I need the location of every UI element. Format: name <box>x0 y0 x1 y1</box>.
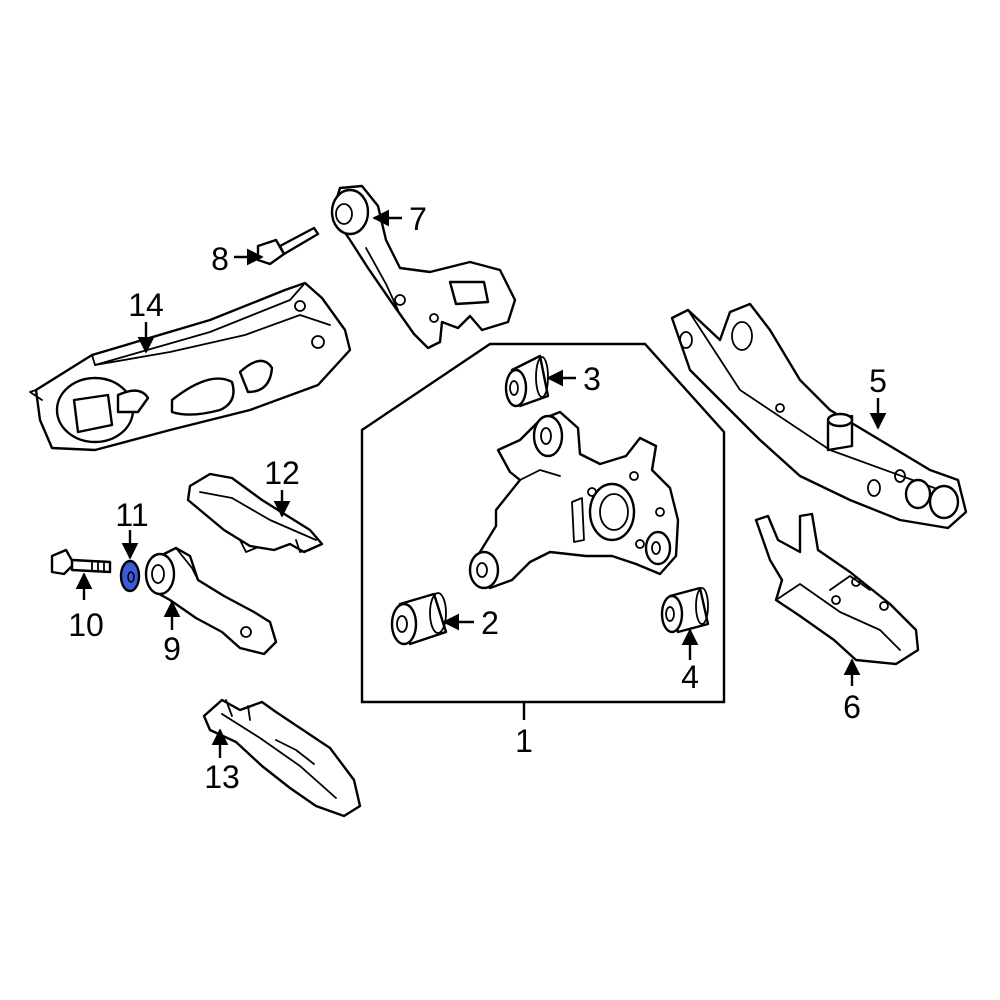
callout-11: 11 <box>115 497 148 533</box>
upper-control-arm[interactable] <box>330 184 517 350</box>
bushing-lower-right[interactable] <box>660 586 710 634</box>
suspension-shield[interactable] <box>754 512 920 666</box>
callout-14: 14 <box>128 287 164 323</box>
trailing-arm[interactable] <box>29 281 352 452</box>
callout-12: 12 <box>264 455 300 491</box>
callout-1: 1 <box>515 723 533 759</box>
bushing-upper[interactable] <box>504 354 550 408</box>
washer-highlighted[interactable] <box>119 559 141 593</box>
callout-9: 9 <box>163 631 181 667</box>
callout-2: 2 <box>481 605 499 641</box>
callout-10: 10 <box>68 607 104 643</box>
lower-shield[interactable] <box>202 698 362 818</box>
bolt-lower[interactable] <box>50 548 112 576</box>
callout-7: 7 <box>409 201 427 237</box>
callout-4: 4 <box>681 659 699 695</box>
knuckle-kit-box <box>360 342 726 704</box>
callout-3: 3 <box>583 361 601 397</box>
lower-control-arm[interactable] <box>670 302 968 530</box>
cover-bracket[interactable] <box>186 472 324 554</box>
callout-6: 6 <box>843 689 861 725</box>
callout-5: 5 <box>869 363 887 399</box>
lower-link[interactable] <box>144 546 278 656</box>
callout-13: 13 <box>204 759 240 795</box>
knuckle[interactable] <box>468 410 680 590</box>
bushing-lower-left[interactable] <box>390 592 448 646</box>
callout-8: 8 <box>211 241 229 277</box>
bolt-upper[interactable] <box>256 226 320 266</box>
